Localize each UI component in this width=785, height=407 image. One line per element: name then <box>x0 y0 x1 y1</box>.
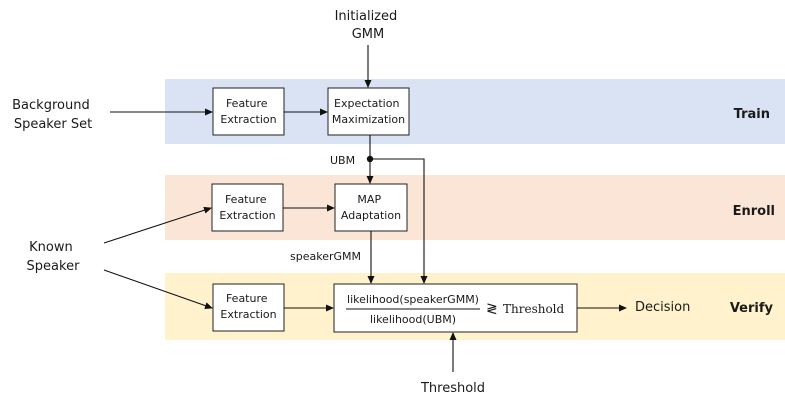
map-adaptation-box <box>334 183 408 232</box>
expectation-maximization-label: Expectation Maximization <box>332 97 405 126</box>
verify-band-label: Verify <box>730 301 774 316</box>
verify-feature-extraction-label: Feature Extraction <box>220 292 276 321</box>
verify-feature-extraction-box <box>212 283 285 332</box>
ubm-label: UBM <box>330 154 355 167</box>
ratio-threshold-label: Threshold <box>503 302 565 316</box>
map-adaptation-label: MAP Adaptation <box>341 193 401 222</box>
initialized-gmm-label: Initialized GMM <box>335 9 402 42</box>
threshold-input-label: Threshold <box>420 381 485 396</box>
comparator-symbol: ≷ <box>486 301 498 317</box>
train-band-label: Train <box>734 107 770 122</box>
ratio-denominator: likelihood(UBM) <box>370 313 456 326</box>
speaker-gmm-label: speakerGMM <box>290 250 361 263</box>
background-speaker-set-label: Background Speaker Set <box>12 98 94 132</box>
enroll-feature-extraction-label: Feature Extraction <box>219 193 275 222</box>
known-speaker-to-verify-arrow <box>103 269 213 309</box>
enroll-band-label: Enroll <box>733 204 775 219</box>
ubm-to-verify-arrow <box>370 158 428 284</box>
ratio-numerator: likelihood(speakerGMM) <box>347 293 479 306</box>
train-feature-extraction-box <box>212 87 285 136</box>
decision-label: Decision <box>635 300 690 315</box>
train-feature-extraction-label: Feature Extraction <box>220 97 276 126</box>
expectation-maximization-box <box>327 87 410 136</box>
known-speaker-to-enroll-arrow <box>103 206 212 244</box>
enroll-feature-extraction-box <box>211 183 284 232</box>
known-speaker-label: Known Speaker <box>27 240 81 274</box>
